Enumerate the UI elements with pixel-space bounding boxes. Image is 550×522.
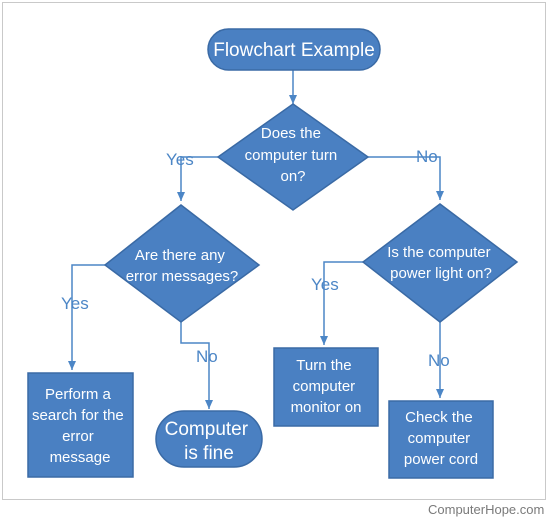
decision-turn-on xyxy=(216,103,370,211)
action-monitor-text: Turn the computer monitor on xyxy=(291,357,362,416)
label-turn-on-yes: Yes xyxy=(166,150,194,169)
label-errors-no: No xyxy=(196,347,218,366)
decision-turn-on-text: Does the computer turn on? xyxy=(245,125,342,185)
end-computer-fine xyxy=(155,410,263,468)
watermark-text: ComputerHope.com xyxy=(428,502,545,517)
label-light-no: No xyxy=(428,351,450,370)
edge-errors-no xyxy=(180,322,213,409)
decision-power-light xyxy=(361,203,519,323)
title-text: Flowchart Example xyxy=(213,40,375,61)
action-search-text: Perform a search for the error message xyxy=(32,386,128,466)
decision-error-messages-text: Are there any error messages? xyxy=(126,247,239,285)
label-turn-on-no: No xyxy=(416,147,438,166)
edge-turn-on-no xyxy=(368,156,444,200)
action-power-cord-text: Check the computer power cord xyxy=(404,409,478,468)
action-monitor xyxy=(273,347,379,427)
label-light-yes: Yes xyxy=(311,275,339,294)
edge-light-yes xyxy=(320,261,363,345)
decision-error-messages xyxy=(103,204,261,323)
action-search xyxy=(27,372,134,478)
edge-errors-yes xyxy=(68,264,105,370)
edge-turn-on-yes xyxy=(177,156,218,201)
label-errors-yes: Yes xyxy=(61,294,89,313)
decision-power-light-text: Is the computer power light on? xyxy=(387,244,495,282)
title-terminator xyxy=(207,28,381,71)
action-power-cord xyxy=(388,400,494,479)
end-computer-fine-text: Computer is fine xyxy=(165,419,254,464)
